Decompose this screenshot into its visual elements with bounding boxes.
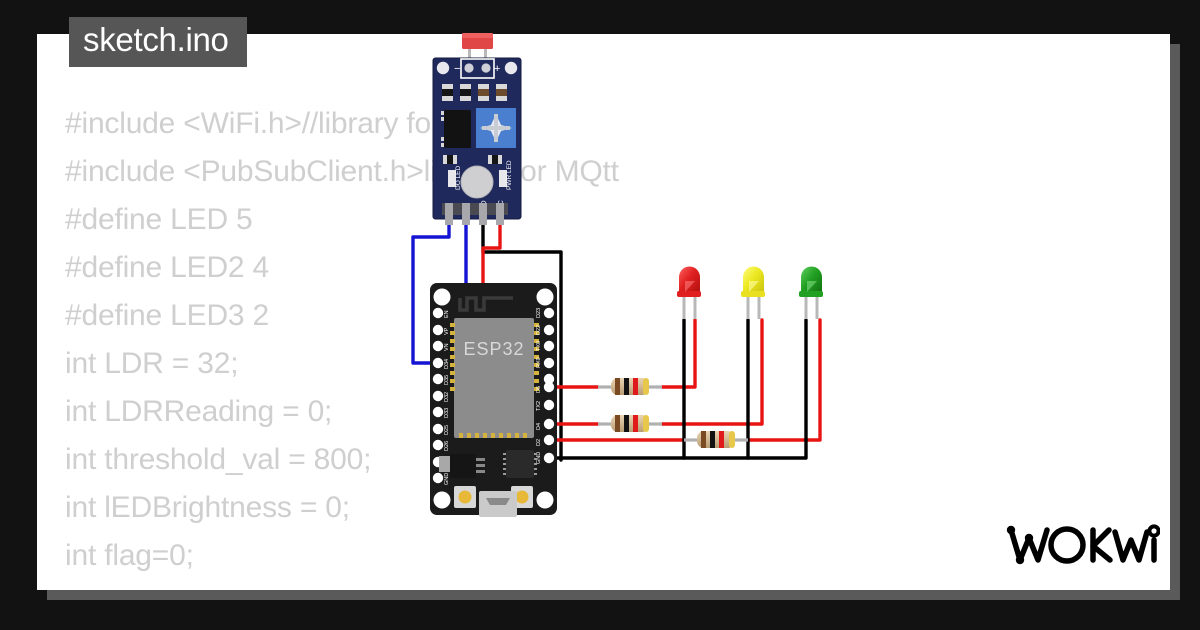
code-line: int lEDBrightness = 0; bbox=[65, 491, 350, 524]
code-line: #define LED2 4 bbox=[65, 251, 270, 284]
code-line: #define LED 5 bbox=[65, 203, 253, 236]
code-editor[interactable]: #include <WiFi.h>//library for wifi #inc… bbox=[65, 100, 705, 580]
code-line: int threshold_val = 800; bbox=[65, 443, 372, 476]
wokwi-logo bbox=[1005, 520, 1161, 572]
file-tab-sketch-ino[interactable]: sketch.ino bbox=[69, 17, 247, 67]
code-line: int LDR = 32; bbox=[65, 347, 239, 380]
code-line: int LDRReading = 0; bbox=[65, 395, 333, 428]
code-line: #include <WiFi.h>//library for wifi bbox=[65, 107, 492, 140]
code-line: #include <PubSubClient.h>library for MQt… bbox=[65, 155, 619, 188]
editor-panel bbox=[37, 34, 1170, 590]
file-tab-label: sketch.ino bbox=[83, 21, 229, 58]
code-line: int flag=0; bbox=[65, 539, 194, 572]
code-line: #define LED3 2 bbox=[65, 299, 270, 332]
